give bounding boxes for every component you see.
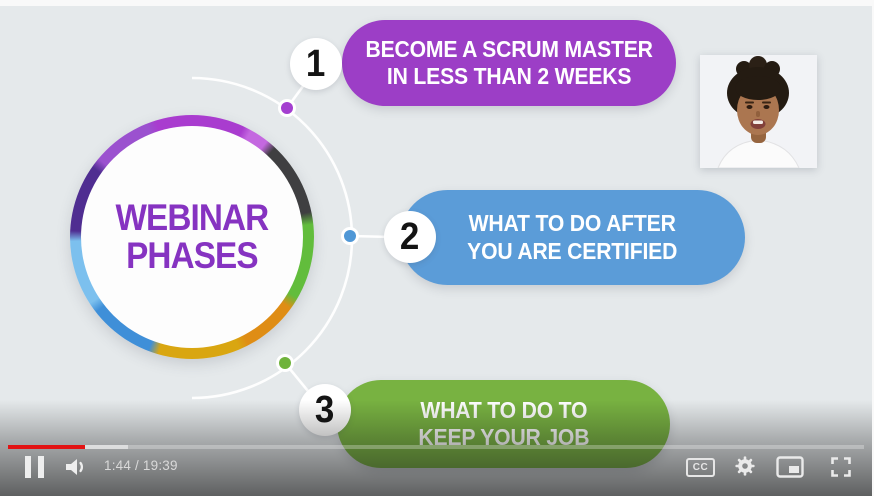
phase-dot-3	[279, 357, 291, 369]
player-controls: 1:44 / 19:39 CC	[0, 450, 872, 484]
miniplayer-icon	[776, 456, 804, 478]
miniplayer-button[interactable]	[776, 456, 804, 478]
phase-number-2: 2	[384, 211, 436, 263]
phase-dot-2	[344, 230, 356, 242]
volume-icon	[66, 459, 83, 475]
time-display: 1:44 / 19:39	[104, 458, 178, 473]
settings-button[interactable]	[733, 454, 757, 478]
wheel-inner: WEBINAR PHASES	[81, 126, 303, 348]
gear-icon	[735, 456, 755, 476]
fullscreen-button[interactable]	[829, 455, 853, 479]
video-viewport[interactable]: WEBINAR PHASES BECOME A SCRUM MASTER IN …	[0, 6, 872, 496]
phase-connector-graphic	[191, 73, 393, 403]
phase-number-1: 1	[290, 38, 342, 90]
progress-bar[interactable]	[8, 445, 864, 449]
player-bottom-gradient	[0, 400, 872, 496]
phase-2-label: WHAT TO DO AFTER YOU ARE CERTIFIED	[467, 210, 678, 264]
fullscreen-icon	[831, 457, 851, 477]
webinar-phases-wheel: WEBINAR PHASES	[70, 115, 314, 359]
presenter-portrait-illustration	[700, 55, 817, 169]
progress-played	[8, 445, 86, 449]
pause-button[interactable]	[22, 455, 46, 479]
phase-pill-2: WHAT TO DO AFTER YOU ARE CERTIFIED	[400, 190, 745, 285]
phase-dot-1	[281, 102, 293, 114]
wheel-title: WEBINAR PHASES	[115, 196, 270, 276]
presenter-photo	[700, 55, 817, 169]
subtitles-button[interactable]: CC	[686, 458, 715, 477]
volume-button[interactable]	[62, 455, 90, 479]
phase-pill-1: BECOME A SCRUM MASTER IN LESS THAN 2 WEE…	[342, 20, 676, 106]
phase-1-label: BECOME A SCRUM MASTER IN LESS THAN 2 WEE…	[365, 35, 653, 89]
